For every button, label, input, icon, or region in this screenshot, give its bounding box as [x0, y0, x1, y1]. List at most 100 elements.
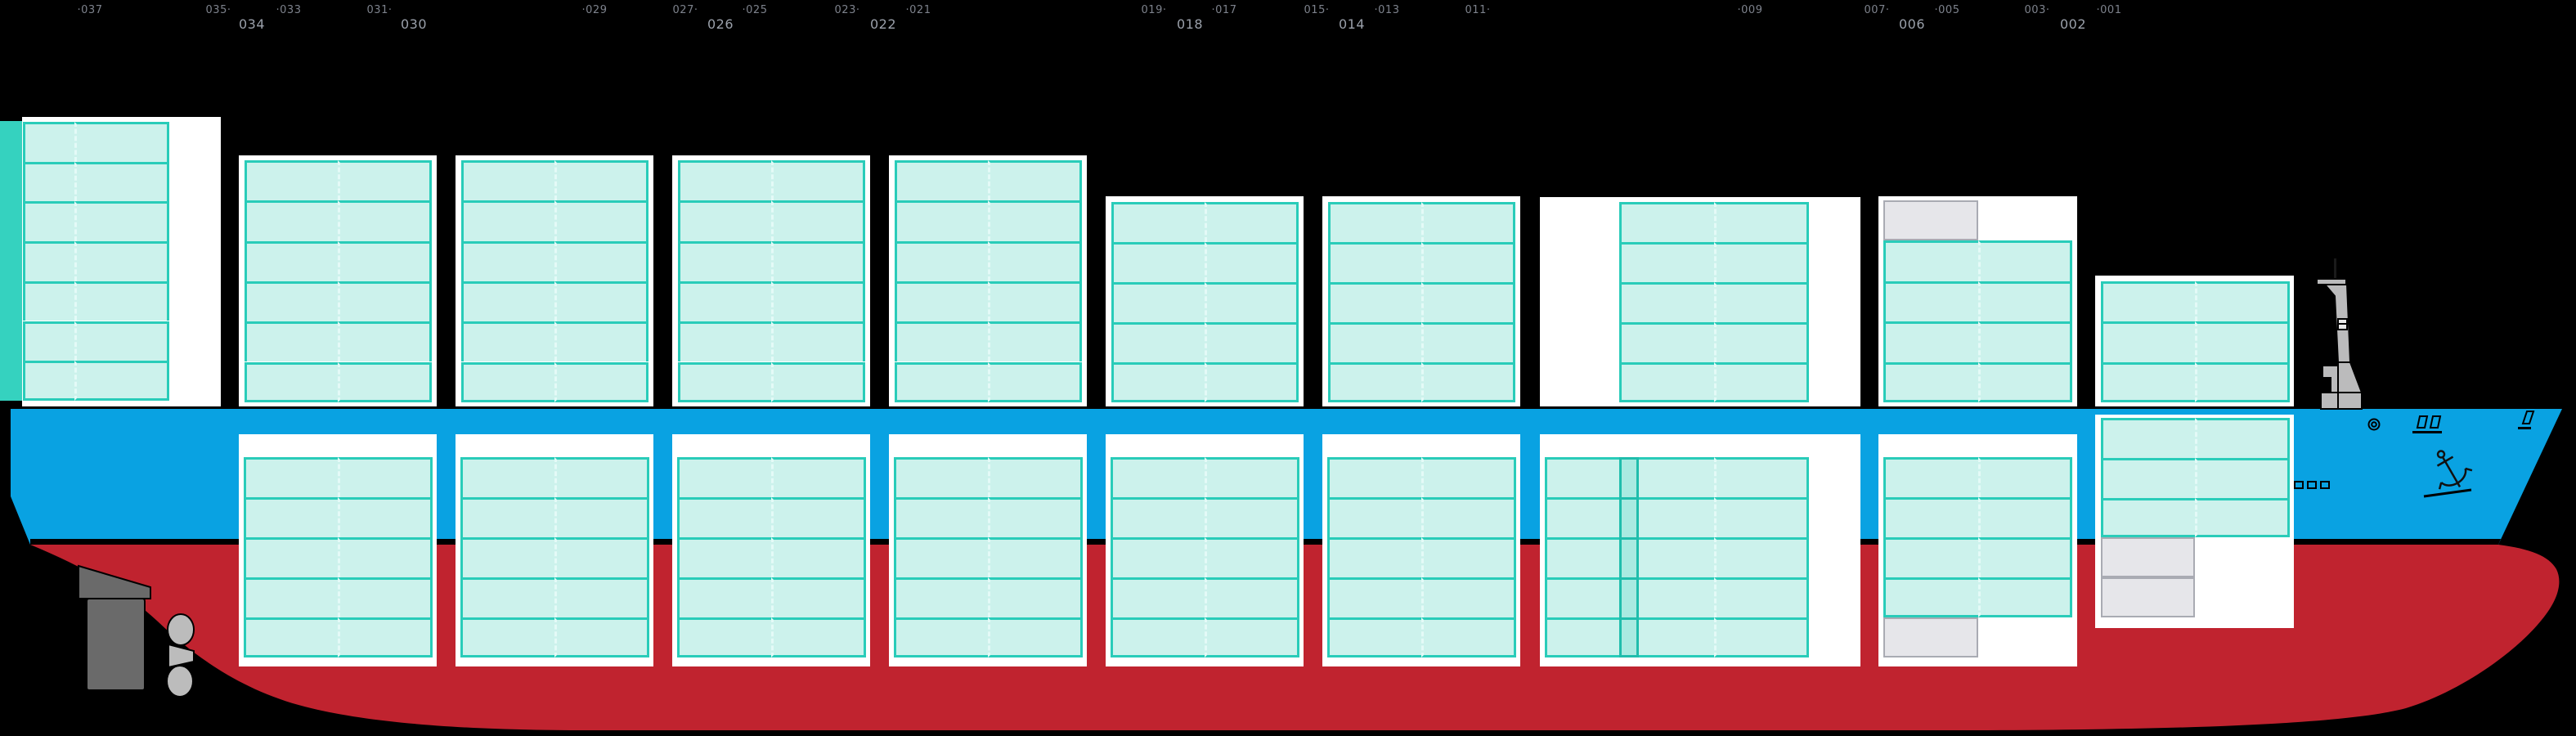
bay-002-above-slot[interactable] [2101, 361, 2195, 402]
bay-014-above-slot[interactable] [1421, 282, 1515, 322]
bay-034-above-slot[interactable] [338, 280, 432, 322]
bay-034-above-slot[interactable] [245, 280, 338, 322]
bay-022-above-slot[interactable] [988, 361, 1082, 402]
bay-034-above-slot[interactable] [245, 361, 338, 402]
bay-026-above-slot[interactable] [678, 280, 771, 322]
bay-018-above-slot[interactable] [1111, 242, 1205, 282]
bay-022-above-slot[interactable] [895, 321, 988, 362]
bay-030-below-slot[interactable] [460, 537, 554, 577]
bay-026-above-slot[interactable] [771, 240, 865, 281]
bay-006-above-slot[interactable] [1883, 321, 1978, 362]
bay-030-below-slot[interactable] [554, 457, 649, 497]
bay-030-below-slot[interactable] [554, 577, 649, 617]
bay-037-above-slot[interactable] [74, 201, 169, 242]
bay-022-below-slot[interactable] [894, 457, 988, 497]
bay-026-below-slot[interactable] [771, 617, 866, 657]
bay-011-below-slot[interactable] [1619, 617, 1639, 657]
bay-011-below-slot[interactable] [1545, 617, 1619, 657]
bay-026-below-slot[interactable] [677, 457, 771, 497]
bay-022-above-slot[interactable] [895, 160, 988, 201]
bay-037-above-slot[interactable] [23, 321, 74, 361]
bay-030-above-slot[interactable] [554, 200, 648, 241]
bay-034-below-slot[interactable] [244, 497, 338, 537]
bay-011-below-slot[interactable] [1545, 537, 1619, 577]
bay-022-below-slot[interactable] [894, 617, 988, 657]
bay-014-above-slot[interactable] [1328, 202, 1421, 242]
bay-011-below-slot[interactable] [1619, 537, 1639, 577]
bay-034-below-slot[interactable] [244, 577, 338, 617]
bay-018-below-slot[interactable] [1205, 457, 1299, 497]
bay-034-below-slot[interactable] [244, 457, 338, 497]
bay-030-below-slot[interactable] [460, 577, 554, 617]
bay-018-below-slot[interactable] [1111, 577, 1205, 617]
bay-011-above-slot[interactable] [1714, 362, 1809, 402]
bay-022-below-slot[interactable] [894, 537, 988, 577]
bay-022-above-slot[interactable] [988, 280, 1082, 322]
bay-011-below-slot[interactable] [1619, 457, 1639, 497]
bay-022-above-slot[interactable] [988, 321, 1082, 362]
bay-006-below-slot[interactable] [1978, 537, 2072, 577]
bay-006-above-slot[interactable] [1978, 240, 2072, 281]
bay-011-below-slot[interactable] [1714, 537, 1809, 577]
bay-026-above-slot[interactable] [771, 280, 865, 322]
bay-006-below-slot[interactable] [1978, 457, 2072, 497]
bay-022-below-slot[interactable] [988, 497, 1083, 537]
bay-006-below-slot[interactable] [1883, 497, 1978, 537]
bay-014-above-slot[interactable] [1328, 362, 1421, 402]
bay-030-above-slot[interactable] [461, 280, 554, 322]
bay-026-below-slot[interactable] [677, 497, 771, 537]
bay-022-above-slot[interactable] [895, 280, 988, 322]
bay-011-above-slot[interactable] [1619, 282, 1714, 322]
bay-022-below-slot[interactable] [988, 617, 1083, 657]
bay-002-below-slot[interactable] [2101, 497, 2195, 538]
bay-014-below-slot[interactable] [1421, 497, 1516, 537]
bay-002-above-slot[interactable] [2101, 281, 2195, 322]
bay-030-below-slot[interactable] [554, 617, 649, 657]
bay-022-below-slot[interactable] [894, 577, 988, 617]
bay-011-above-slot[interactable] [1714, 202, 1809, 242]
bay-011-below-slot[interactable] [1619, 577, 1639, 617]
bay-002-below-slot[interactable] [2195, 457, 2290, 498]
bay-006-below-slot[interactable] [1883, 457, 1978, 497]
bay-018-below-slot[interactable] [1111, 457, 1205, 497]
bay-006-above-slot[interactable] [1883, 361, 1978, 402]
bay-006-below-slot[interactable] [1883, 577, 1978, 617]
bay-018-below-slot[interactable] [1205, 497, 1299, 537]
bay-026-above-slot[interactable] [678, 321, 771, 362]
bay-034-below-slot[interactable] [338, 497, 433, 537]
bay-026-above-slot[interactable] [678, 240, 771, 281]
bay-011-below-slot[interactable] [1639, 537, 1714, 577]
bay-037-above-slot[interactable] [23, 122, 74, 162]
bay-034-above-slot[interactable] [245, 321, 338, 362]
bay-034-above-slot[interactable] [245, 240, 338, 281]
bay-030-above-slot[interactable] [554, 160, 648, 201]
bay-034-below-slot[interactable] [338, 617, 433, 657]
bay-014-above-slot[interactable] [1421, 362, 1515, 402]
bay-030-above-slot[interactable] [461, 240, 554, 281]
bay-030-above-slot[interactable] [554, 280, 648, 322]
bay-026-below-slot[interactable] [677, 537, 771, 577]
bay-026-below-slot[interactable] [677, 617, 771, 657]
bay-014-below-slot[interactable] [1327, 537, 1421, 577]
bay-006-below-slot[interactable] [1883, 617, 1978, 657]
bay-011-below-slot[interactable] [1545, 497, 1619, 537]
bay-002-below-slot[interactable] [2101, 577, 2195, 617]
bay-014-below-slot[interactable] [1327, 577, 1421, 617]
bay-014-above-slot[interactable] [1328, 242, 1421, 282]
bay-037-above-slot[interactable] [74, 161, 169, 202]
bay-026-below-slot[interactable] [771, 537, 866, 577]
bay-011-below-slot[interactable] [1714, 617, 1809, 657]
bay-034-above-slot[interactable] [338, 321, 432, 362]
bay-018-above-slot[interactable] [1111, 322, 1205, 362]
bay-022-above-slot[interactable] [988, 160, 1082, 201]
bay-002-above-slot[interactable] [2101, 321, 2195, 362]
bay-011-below-slot[interactable] [1639, 497, 1714, 537]
bay-014-above-slot[interactable] [1421, 242, 1515, 282]
bay-014-below-slot[interactable] [1421, 537, 1516, 577]
bay-006-below-slot[interactable] [1978, 577, 2072, 617]
bay-037-above-slot[interactable] [74, 241, 169, 281]
bay-018-above-slot[interactable] [1205, 282, 1299, 322]
bay-002-above-slot[interactable] [2195, 321, 2290, 362]
bay-011-above-slot[interactable] [1714, 282, 1809, 322]
bay-011-below-slot[interactable] [1639, 577, 1714, 617]
